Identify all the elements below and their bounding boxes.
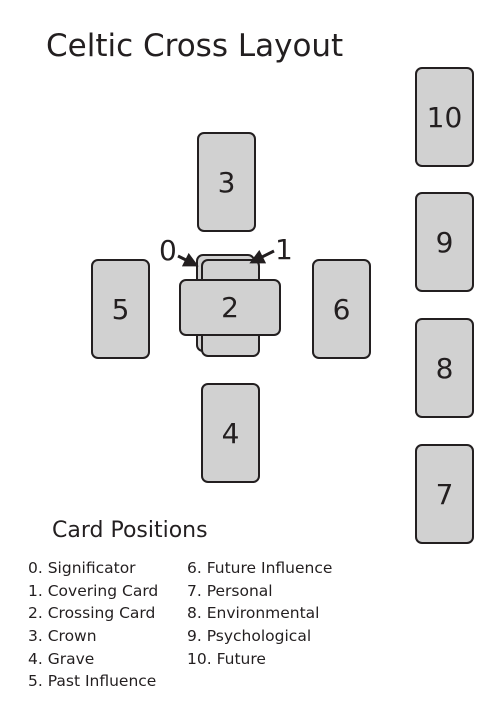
- card-future-influence: 6: [312, 259, 371, 359]
- legend-item: 4. Grave: [28, 649, 95, 668]
- legend-item: 0. Significator: [28, 559, 136, 577]
- legend-item: 6. Future Influence: [187, 559, 333, 577]
- legend-item: 10. Future: [187, 649, 266, 668]
- legend-item: 5. Past Influence: [28, 672, 157, 691]
- arrow-to-significator: [177, 252, 199, 267]
- legend-item: 3. Crown: [28, 627, 97, 646]
- card-future: 10: [415, 67, 474, 167]
- legend-item: 8. Environmental: [187, 604, 320, 623]
- legend-right-column: 6. Future Influence 7. Personal 8. Envir…: [187, 557, 332, 670]
- card-crossing: 2: [179, 279, 281, 336]
- legend-heading: Card Positions: [52, 518, 208, 543]
- card-grave: 4: [201, 383, 260, 483]
- legend-item: 9. Psychological: [187, 627, 312, 646]
- card-psychological: 9: [415, 192, 474, 292]
- card-crown: 3: [197, 132, 256, 232]
- card-past-influence: 5: [91, 259, 150, 359]
- legend-item: 2. Crossing Card: [28, 604, 156, 623]
- label-covering-marker: 1: [275, 233, 293, 266]
- legend-left-column: 0. Significator 1. Covering Card 2. Cros…: [28, 557, 158, 693]
- arrow-to-covering: [249, 249, 275, 264]
- diagram-title: Celtic Cross Layout: [46, 28, 344, 64]
- label-significator-marker: 0: [159, 234, 177, 267]
- legend-item: 7. Personal: [187, 581, 273, 600]
- card-environmental: 8: [415, 318, 474, 418]
- card-personal: 7: [415, 444, 474, 544]
- legend-item: 1. Covering Card: [28, 581, 159, 600]
